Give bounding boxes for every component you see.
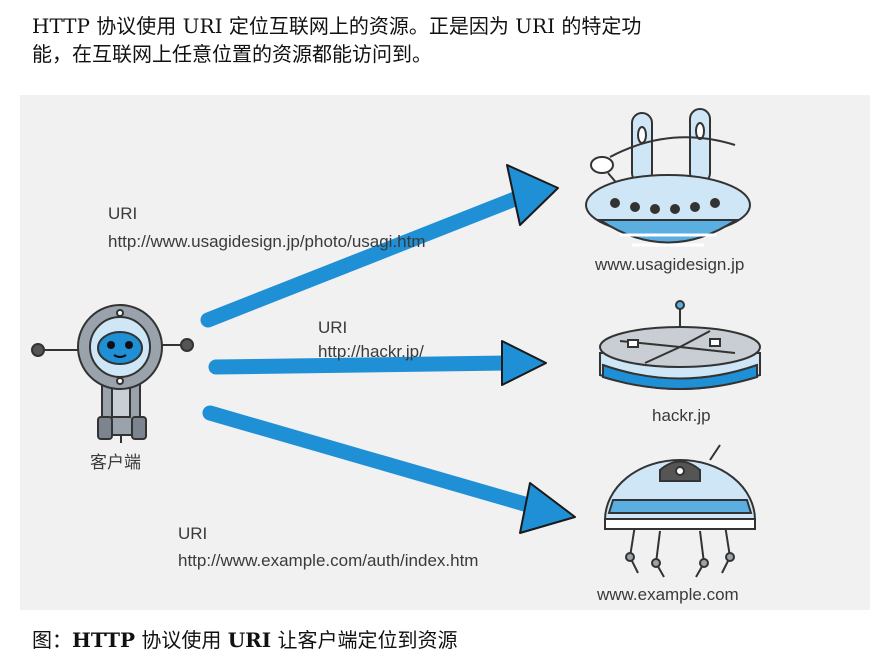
example-server-icon — [603, 444, 757, 578]
url-label-1: http://www.usagidesign.jp/photo/usagi.ht… — [108, 232, 426, 251]
intro-line-1: HTTP 协议使用 URI 定位互联网上的资源。正是因为 URI 的特定功 — [32, 14, 642, 38]
arrow-to-example — [202, 405, 576, 534]
intro-paragraph: HTTP 协议使用 URI 定位互联网上的资源。正是因为 URI 的特定功 能，… — [32, 12, 862, 68]
uri-label-1: URI — [108, 204, 137, 223]
arrow-to-hackr — [208, 340, 547, 386]
caption-http: HTTP — [72, 628, 135, 652]
uri-diagram: URI http://www.usagidesign.jp/photo/usag… — [31, 108, 761, 604]
caption-mid: 协议使用 — [135, 628, 228, 652]
server-label-2: hackr.jp — [652, 406, 711, 425]
caption-uri: URI — [227, 628, 272, 652]
uri-label-3: URI — [178, 524, 207, 543]
caption-end: 让客户端定位到资源 — [271, 628, 458, 652]
server-label-3: www.example.com — [596, 585, 739, 604]
figure-panel: URI http://www.usagidesign.jp/photo/usag… — [20, 95, 870, 610]
arrow-to-usagidesign — [200, 164, 559, 328]
client-label: 客户端 — [90, 453, 141, 472]
hackr-server-icon — [599, 300, 761, 390]
intro-line-2: 能，在互联网上任意位置的资源都能访问到。 — [32, 42, 432, 66]
uri-label-2: URI — [318, 318, 347, 337]
url-label-2: http://hackr.jp/ — [318, 342, 424, 361]
url-label-3: http://www.example.com/auth/index.htm — [178, 551, 478, 570]
figure-caption: 图：HTTP 协议使用 URI 让客户端定位到资源 — [32, 626, 458, 654]
client-robot-icon — [31, 304, 194, 443]
usagidesign-server-icon — [585, 108, 751, 247]
server-label-1: www.usagidesign.jp — [594, 255, 744, 274]
caption-prefix: 图： — [32, 628, 72, 652]
